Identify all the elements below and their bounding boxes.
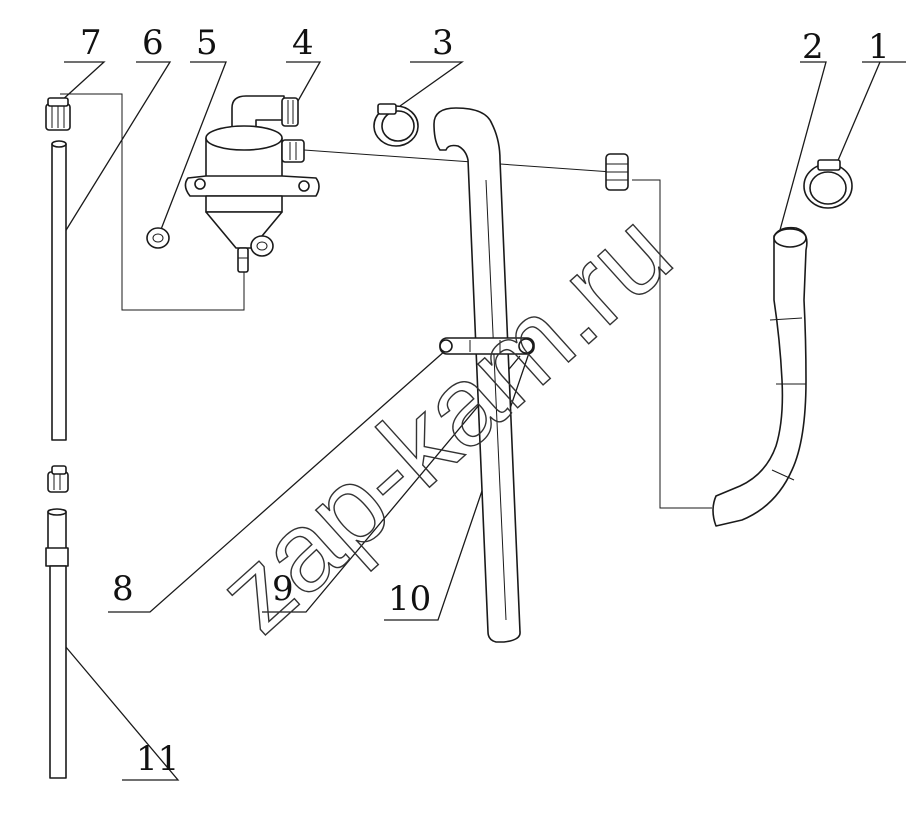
callout-7: 7 — [80, 23, 102, 63]
clamp-small-middle — [605, 153, 629, 191]
leader-9 — [262, 355, 521, 613]
route-filter-to-clamp — [303, 149, 613, 173]
bent-hose-center — [433, 107, 521, 643]
leader-8 — [108, 349, 447, 613]
bracket-part-8-9-10 — [439, 337, 535, 355]
tube-part-6 — [51, 140, 67, 441]
leader-11 — [59, 639, 180, 781]
callout-4: 4 — [292, 23, 314, 63]
nut-part-5-left — [146, 227, 170, 249]
leader-6 — [59, 61, 172, 241]
callout-6: 6 — [142, 23, 164, 63]
leader-5 — [159, 61, 227, 233]
leader-4 — [286, 61, 322, 109]
leader-2 — [779, 61, 827, 231]
callout-1: 1 — [868, 27, 890, 67]
callout-3: 3 — [432, 23, 454, 63]
cap-part-7 — [45, 97, 71, 131]
clamp-part-3 — [373, 103, 419, 147]
callout-5: 5 — [196, 23, 218, 63]
callout-9: 9 — [272, 569, 294, 609]
route-cap-to-filter — [60, 93, 245, 311]
tube-part-11 — [45, 508, 69, 779]
watermark-text: zap-kam.ru — [194, 188, 694, 656]
leader-7 — [59, 61, 106, 103]
leader-3 — [399, 61, 465, 107]
callout-11: 11 — [136, 739, 179, 779]
callout-10: 10 — [388, 579, 431, 619]
callout-8: 8 — [112, 569, 134, 609]
clamp-part-1 — [803, 159, 853, 209]
hose-part-2 — [712, 226, 808, 527]
callout-2: 2 — [802, 27, 824, 67]
nut-part-5-right — [250, 235, 274, 257]
cap-lower — [47, 465, 69, 493]
filter-part-4 — [184, 95, 320, 273]
route-clamp-to-hose — [632, 179, 712, 509]
routing-lines — [60, 93, 712, 509]
leader-lines — [59, 61, 906, 781]
